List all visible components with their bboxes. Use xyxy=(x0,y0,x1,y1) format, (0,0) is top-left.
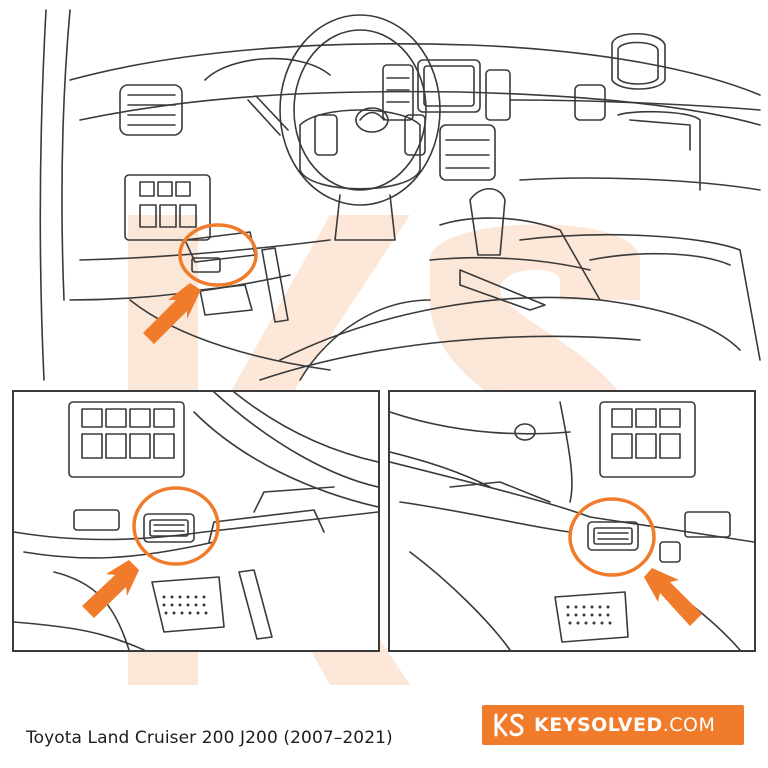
detail-panel-left xyxy=(12,390,380,652)
brand-logo-icon xyxy=(494,713,524,737)
arrow-icon xyxy=(644,568,702,626)
vehicle-caption: Toyota Land Cruiser 200 J200 (2007–2021) xyxy=(26,728,393,748)
right-detail-illustration xyxy=(390,401,754,650)
arrow-icon xyxy=(143,283,201,344)
brand-badge: KEYSOLVED.COM xyxy=(482,705,744,745)
obd-highlight-circle xyxy=(568,497,656,577)
brand-name: KEYSOLVED xyxy=(534,714,663,736)
brand-tld: .COM xyxy=(662,714,716,736)
arrow-icon xyxy=(82,560,139,618)
obd-highlight-circle xyxy=(132,486,220,566)
left-detail-illustration xyxy=(14,392,378,650)
detail-panel-right xyxy=(388,390,756,652)
obd-highlight-circle xyxy=(178,223,258,287)
